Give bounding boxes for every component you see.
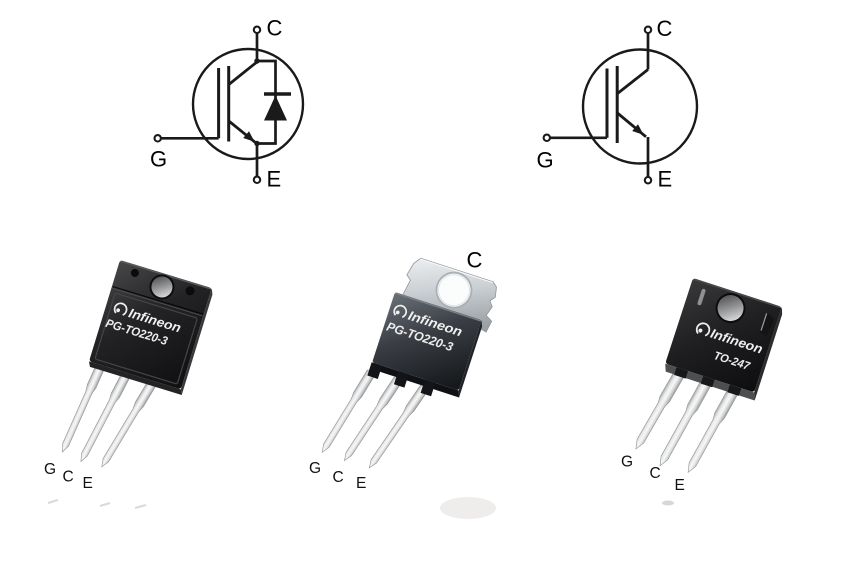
lead-collector: [343, 376, 403, 462]
pin-label-c: C: [333, 469, 344, 486]
pin-label-g: G: [309, 460, 321, 477]
body-front-face: [372, 292, 481, 390]
device-circle: [191, 47, 305, 161]
lead-stub: [367, 362, 383, 379]
pin-labels: G C E: [621, 454, 685, 495]
package-pg-to220-fullpak: Infineon PG-TO220-3 G C E: [44, 260, 213, 509]
lead-shadows: [47, 499, 147, 509]
emitter-arrow: [243, 131, 255, 142]
tab-collector-label: C: [467, 248, 483, 273]
pin-label-c: C: [63, 469, 74, 486]
lead-emitter: [687, 386, 740, 474]
tab-top-highlight: [420, 258, 493, 284]
package-shadow: [662, 500, 674, 506]
collector-diagonal: [227, 60, 259, 86]
gate-label: G: [150, 147, 167, 172]
body-front-face: [89, 260, 212, 389]
pin-labels: G C E: [309, 460, 366, 492]
package-shadow: [440, 497, 496, 519]
pin-label-e: E: [675, 477, 685, 494]
igbt-symbol-plain: C G E: [537, 16, 699, 192]
body-front-face: [665, 278, 782, 392]
pin-labels: G C E: [44, 461, 93, 492]
body-side-face: [754, 306, 783, 401]
gate-terminal: [153, 134, 162, 143]
lead-gate: [62, 360, 107, 453]
package-body: Infineon PG-TO220-3: [89, 260, 213, 395]
mounting-hole-rim: [437, 274, 470, 307]
emitter-terminal: [643, 175, 653, 185]
lead-gate: [321, 369, 376, 454]
lead-emitter: [101, 379, 158, 468]
lead-collector: [80, 369, 132, 463]
collector-terminal: [643, 25, 653, 35]
package-pg-to220: Infineon PG-TO220-3 C G C E: [309, 248, 497, 519]
package-leads: [62, 360, 158, 468]
pin-label-g: G: [621, 454, 633, 471]
body-side-face: [180, 288, 213, 395]
lead-stub: [420, 379, 436, 397]
body-top-highlight: [395, 292, 481, 322]
mounting-hole: [435, 271, 473, 309]
emitter-arrow: [632, 124, 644, 135]
mold-slot-right-highlight: [760, 313, 768, 331]
mounting-hole: [715, 293, 746, 324]
collector-label: C: [657, 16, 673, 41]
body-groove: [112, 286, 203, 315]
package-body: Infineon TO-247: [665, 278, 783, 401]
device-circle: [581, 48, 699, 165]
mold-dot-right: [185, 286, 195, 296]
collector-terminal: [252, 25, 262, 35]
body-top-highlight: [120, 260, 211, 290]
mold-slot-right: [759, 312, 775, 338]
pin-label-e: E: [83, 475, 93, 492]
package-body: Infineon PG-TO220-3: [367, 257, 497, 398]
collector-label: C: [267, 16, 283, 41]
pin-label-e: E: [356, 475, 366, 492]
body-bottom-face: [89, 361, 182, 395]
lead-gate: [635, 369, 686, 450]
emitter-terminal: [252, 175, 262, 185]
mold-slot-left: [697, 288, 706, 306]
lead-collector: [659, 377, 713, 467]
emitter-label: E: [658, 167, 673, 192]
lead-stub: [727, 384, 742, 396]
package-leads: [635, 369, 740, 474]
emitter-label: E: [267, 167, 282, 192]
label-ridge: [94, 292, 198, 385]
body-side-face: [458, 320, 483, 398]
pin-label-g: G: [44, 461, 56, 478]
junction-dot: [254, 140, 260, 147]
gate-label: G: [537, 148, 554, 173]
junction-dot: [254, 58, 260, 64]
package-to247: Infineon TO-247 G C E: [621, 278, 783, 506]
lead-stub: [674, 367, 689, 379]
pin-label-c: C: [650, 465, 661, 482]
igbt-symbol-with-diode: C G E: [150, 16, 305, 192]
gate-terminal: [542, 133, 552, 143]
mounting-hole: [149, 274, 175, 300]
lead-stub: [393, 370, 409, 388]
lead-emitter: [368, 384, 430, 469]
package-leads: [321, 369, 430, 469]
body-top-highlight: [693, 278, 781, 308]
diode-triangle: [264, 95, 287, 121]
mold-dot-left: [130, 268, 139, 277]
lead-stub: [700, 375, 715, 388]
collector-diagonal: [616, 68, 649, 95]
body-groove-highlight: [112, 287, 203, 317]
body-bottom-face: [372, 362, 460, 398]
